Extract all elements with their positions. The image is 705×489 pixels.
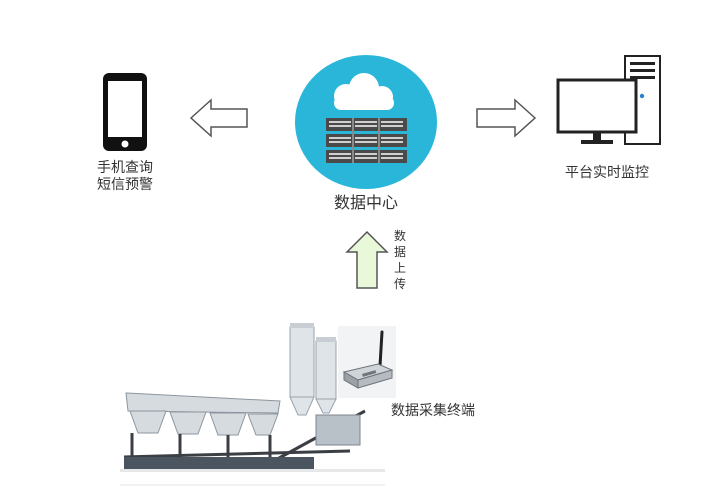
upload-char: 据 — [393, 245, 406, 259]
terminal-label: 数据采集终端 — [391, 403, 475, 419]
mobile-label: 手机查询 短信预警 — [80, 160, 170, 194]
upload-char: 数 — [393, 229, 406, 243]
platform-monitor-label: 平台实时监控 — [565, 165, 649, 181]
arrow-left-icon — [189, 97, 249, 139]
upload-label: 数 据 上 传 — [392, 228, 408, 292]
upload-char: 上 — [393, 261, 406, 275]
mobile-label-line2: 短信预警 — [97, 177, 153, 193]
arrow-right-icon — [475, 97, 537, 139]
wireless-terminal-icon — [338, 326, 396, 398]
data-center-label: 数据中心 — [333, 193, 398, 212]
arrow-up-icon — [345, 230, 389, 290]
mobile-label-line1: 手机查询 — [97, 160, 153, 176]
smartphone-icon — [100, 71, 150, 153]
upload-char: 传 — [393, 277, 406, 291]
cloud-server-icon — [294, 54, 438, 190]
desktop-computer-icon — [555, 54, 665, 150]
batching-plant-image — [120, 315, 385, 487]
